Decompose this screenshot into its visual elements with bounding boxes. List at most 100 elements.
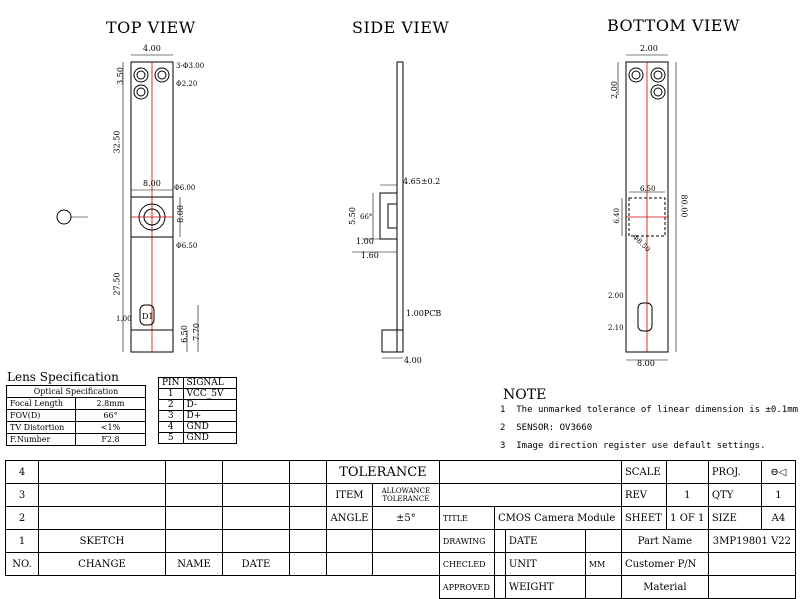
lens-spec-key: TV Distortion (6, 421, 76, 434)
scale-label: SCALE (620, 460, 667, 484)
side-view-title: SIDE VIEW (352, 18, 450, 37)
lens-spec-key: Focal Length (6, 397, 76, 410)
note-item-3: 3 Image direction register use default s… (500, 442, 766, 451)
proj-label: PROJ. (707, 460, 762, 484)
dim-top-upper: 32.50 (112, 130, 122, 154)
dim-side-pcb: 1.00PCB (406, 309, 442, 318)
size-label: SIZE (707, 506, 762, 530)
dim-top-bottom-left: 1.00 (116, 315, 132, 323)
side-connector (381, 329, 404, 353)
pin-signal: D+ (182, 410, 237, 422)
note-num: 2 (500, 423, 506, 433)
dim-top-lens-dia-2: Φ6.50 (176, 242, 198, 250)
signal-header: SIGNAL (182, 377, 237, 389)
unit-label: UNIT (504, 552, 586, 576)
sketch-label: SKETCH (38, 529, 166, 553)
footer-name: NAME (165, 552, 223, 576)
pin-signal: GND (182, 432, 237, 444)
rev-label: REV (620, 483, 667, 507)
orientation-face-icon (56, 209, 72, 225)
footer-date: DATE (222, 552, 290, 576)
bottom-hole-1 (628, 67, 644, 83)
bottom-connector (637, 302, 653, 332)
dim-bottom-sq-h: 6.40 (612, 208, 621, 224)
note-text: SENSOR: OV3660 (516, 423, 593, 433)
pin-number: 1 (158, 388, 184, 400)
dim-top-b1: 6.50 (179, 325, 189, 343)
label-d1: D1 (142, 312, 154, 321)
checked-label: CHECLED (438, 552, 496, 576)
note-num: 1 (500, 405, 506, 415)
dim-bottom-b2: 2.10 (608, 324, 624, 332)
item-label: ITEM (326, 483, 373, 507)
top-hole-2 (154, 67, 170, 83)
rev-row-no: 2 (5, 506, 39, 530)
dim-side-width: 4.00 (404, 356, 422, 365)
dim-top-hole-1: 3-Φ3.00 (176, 62, 205, 70)
pin-number: 3 (158, 410, 184, 422)
size-value: A4 (760, 506, 797, 530)
lens-spec-value: F2.8 (75, 433, 146, 446)
lens-spec-key: F.Number (6, 433, 76, 446)
approved-label: APPROVED (438, 575, 496, 599)
bottom-hole-3 (650, 84, 666, 100)
dim-top-b2: 7.70 (191, 323, 201, 341)
lens-spec-title: Lens Specification (7, 370, 119, 384)
note-num: 3 (500, 441, 506, 451)
dim-top-lens-dia-1: Φ6.00 (174, 184, 196, 192)
date-label: DATE (504, 529, 586, 553)
lens-spec-value: 66° (75, 409, 146, 422)
title-block: 4 TOLERANCE SCALE PROJ. ⊖◁ 3 ITEM ALLOWA… (5, 460, 797, 599)
allowance-label: ALLOWANCE TOLERANCE (371, 483, 440, 507)
note-text: Image direction register use default set… (516, 441, 766, 451)
part-name-value: 3MP19801 V22 (707, 529, 797, 553)
pin-signal: VCC_5V (182, 388, 237, 400)
lens-spec-value: <1% (75, 421, 146, 434)
lens-spec-value: 2.8mm (75, 397, 146, 410)
bottom-view-title: BOTTOM VIEW (607, 16, 740, 35)
dim-top-lower: 27.50 (112, 272, 122, 296)
note-item-2: 2 SENSOR: OV3660 (500, 424, 592, 433)
dim-top-hole-2: Φ2.20 (176, 80, 198, 88)
pin-number: 5 (158, 432, 184, 444)
bottom-hole-2 (650, 67, 666, 83)
footer-change: CHANGE (38, 552, 166, 576)
dim-bottom-top-w: 2.00 (640, 44, 658, 53)
dim-bottom-top-h: 2.00 (609, 81, 619, 99)
note-title: NOTE (503, 387, 547, 403)
dim-top-width: 4.00 (143, 44, 161, 53)
dim-top-lens-height: 8.00 (175, 205, 185, 223)
qty-value: 1 (760, 483, 797, 507)
footer-no: NO. (5, 552, 39, 576)
rev-value: 1 (665, 483, 709, 507)
dim-bottom-width: 8.00 (637, 359, 655, 368)
dim-top-hole-offset: 3.50 (115, 67, 125, 85)
customer-pn-label: Customer P/N (620, 552, 709, 576)
pin-signal: GND (182, 421, 237, 433)
title-label: TITLE (438, 506, 496, 530)
projection-icon: ⊖◁ (760, 460, 797, 484)
dim-bottom-total: 80.00 (679, 194, 689, 218)
pin-header: PIN (158, 377, 184, 389)
pin-number: 4 (158, 421, 184, 433)
sheet-value: 1 OF 1 (665, 506, 709, 530)
title-value: CMOS Camera Module (494, 506, 622, 530)
part-name-label: Part Name (620, 529, 709, 553)
top-hole-3 (133, 84, 149, 100)
side-view-board (396, 61, 404, 353)
dim-side-height: 5.50 (347, 207, 357, 225)
pin-signal: D- (182, 399, 237, 411)
angle-tolerance: ±5° (371, 506, 440, 530)
top-connector (139, 304, 155, 326)
dim-side-b: 1.60 (361, 251, 379, 260)
note-text: The unmarked tolerance of linear dimensi… (516, 405, 799, 415)
sheet-label: SHEET (620, 506, 667, 530)
pin-number: 2 (158, 399, 184, 411)
rev-row-no: 3 (5, 483, 39, 507)
tolerance-title: TOLERANCE (326, 460, 440, 484)
note-item-1: 1 The unmarked tolerance of linear dimen… (500, 406, 798, 415)
drawing-label: DRAWING (438, 529, 496, 553)
top-hole-1 (133, 67, 149, 83)
